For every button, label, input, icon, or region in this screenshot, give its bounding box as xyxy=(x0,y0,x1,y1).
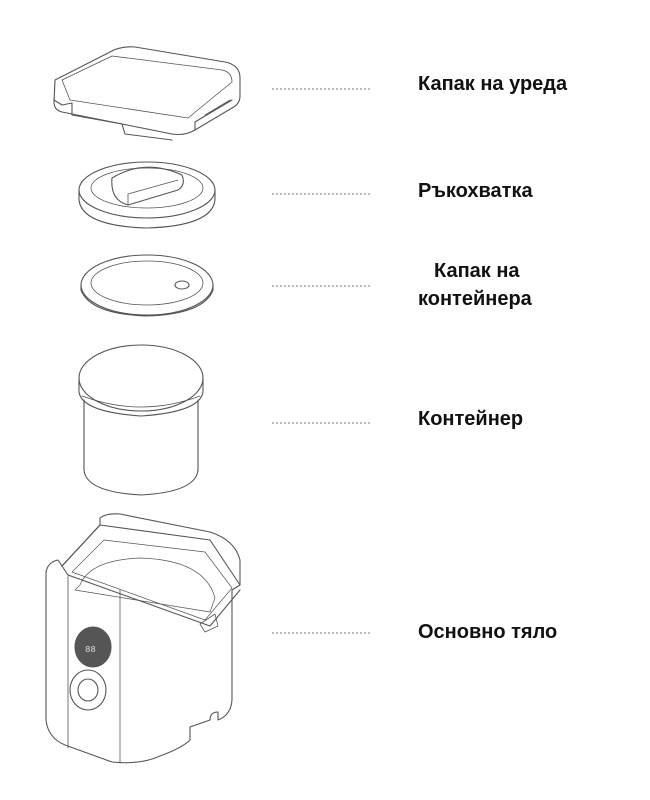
leader-line-main-body xyxy=(272,632,370,634)
svg-text:88: 88 xyxy=(85,645,96,655)
appliance-lid-drawing xyxy=(53,46,241,141)
label-container-lid-line1: Капак на xyxy=(434,260,520,282)
leader-line-container-lid xyxy=(272,285,370,287)
leader-line-appliance-lid xyxy=(272,88,370,90)
container-lid-drawing xyxy=(80,254,214,317)
handle-drawing xyxy=(78,161,216,229)
label-main-body: Основно тяло xyxy=(418,621,558,643)
label-handle: Ръкохватка xyxy=(418,180,533,202)
control-dial-icon xyxy=(69,669,107,711)
main-body-drawing: 88 xyxy=(45,513,241,764)
label-appliance-lid: Капак на уреда xyxy=(418,73,568,95)
display-panel-icon xyxy=(74,626,112,668)
leader-line-container xyxy=(272,422,370,424)
container-drawing xyxy=(78,344,204,496)
leader-line-handle xyxy=(272,193,370,195)
label-container: Контейнер xyxy=(418,408,524,430)
label-container-lid-line2: контейнера xyxy=(418,288,532,310)
